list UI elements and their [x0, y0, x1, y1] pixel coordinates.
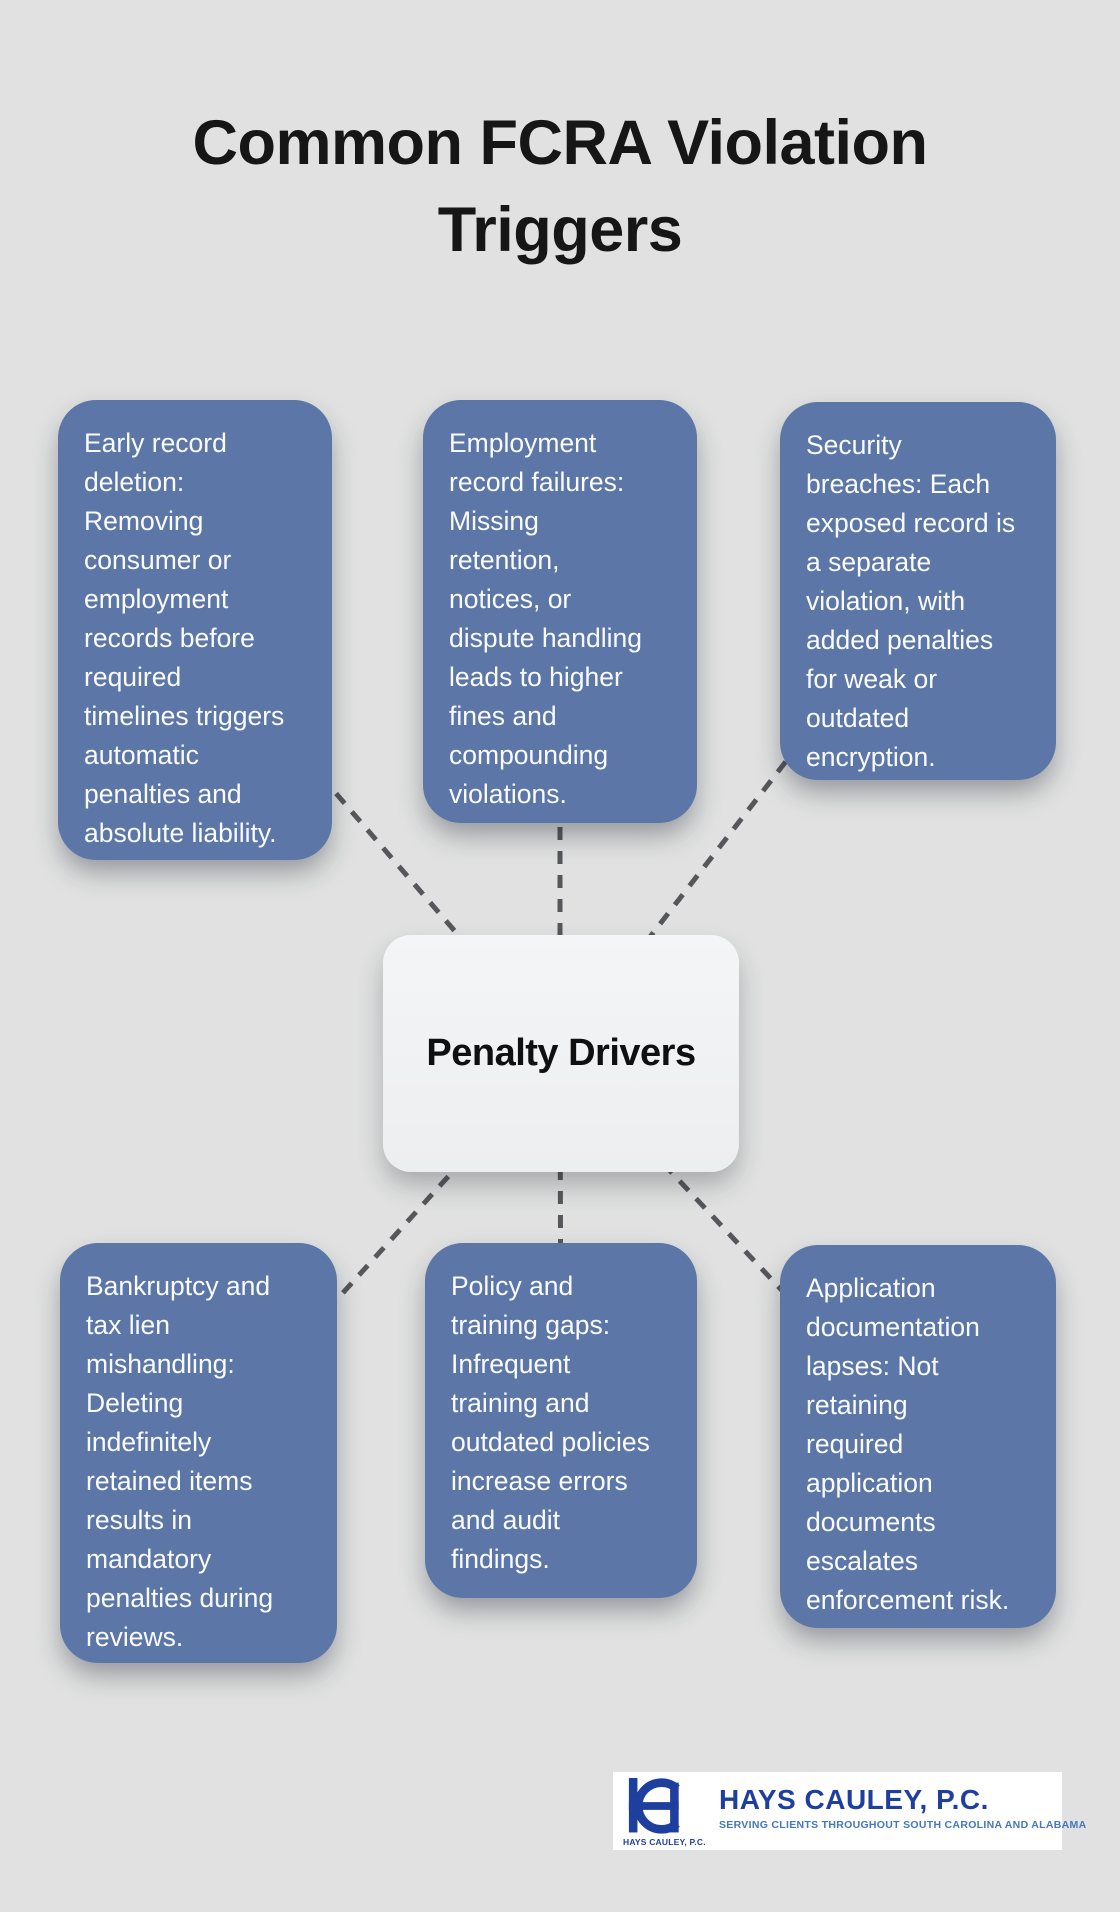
trigger-card-policy-training-gaps: Policy and training gaps: Infrequent tra…	[425, 1243, 697, 1598]
connector-line	[196, 1051, 562, 1455]
logo-text-block: HAYS CAULEY, P.C. SERVING CLIENTS THROUG…	[719, 1772, 1086, 1850]
center-node-label: Penalty Drivers	[426, 1032, 696, 1074]
trigger-card-security-breaches: Security breaches: Each exposed record i…	[780, 402, 1056, 780]
hays-cauley-logo: HAYS CAULEY, P.C. HAYS CAULEY, P.C. SERV…	[613, 1772, 1086, 1850]
trigger-card-early-record-deletion: Early record deletion: Removing consumer…	[58, 400, 332, 860]
center-node-penalty-drivers: Penalty Drivers	[383, 935, 739, 1172]
logo-name: HAYS CAULEY, P.C.	[719, 1784, 989, 1815]
trigger-card-application-documentation: Application documentation lapses: Not re…	[780, 1245, 1056, 1628]
logo-monogram-wrap: HAYS CAULEY, P.C.	[613, 1772, 719, 1850]
page-title: Common FCRA Violation Triggers	[192, 108, 928, 265]
hc-monogram-icon	[628, 1778, 680, 1834]
trigger-card-bankruptcy-tax-lien: Bankruptcy and tax lien mishandling: Del…	[60, 1243, 337, 1663]
logo-caption: HAYS CAULEY, P.C.	[623, 1837, 706, 1847]
logo-tagline: SERVING CLIENTS THROUGHOUT SOUTH CAROLIN…	[719, 1819, 1087, 1831]
trigger-card-employment-record-failures: Employment record failures: Missing rete…	[423, 400, 697, 823]
